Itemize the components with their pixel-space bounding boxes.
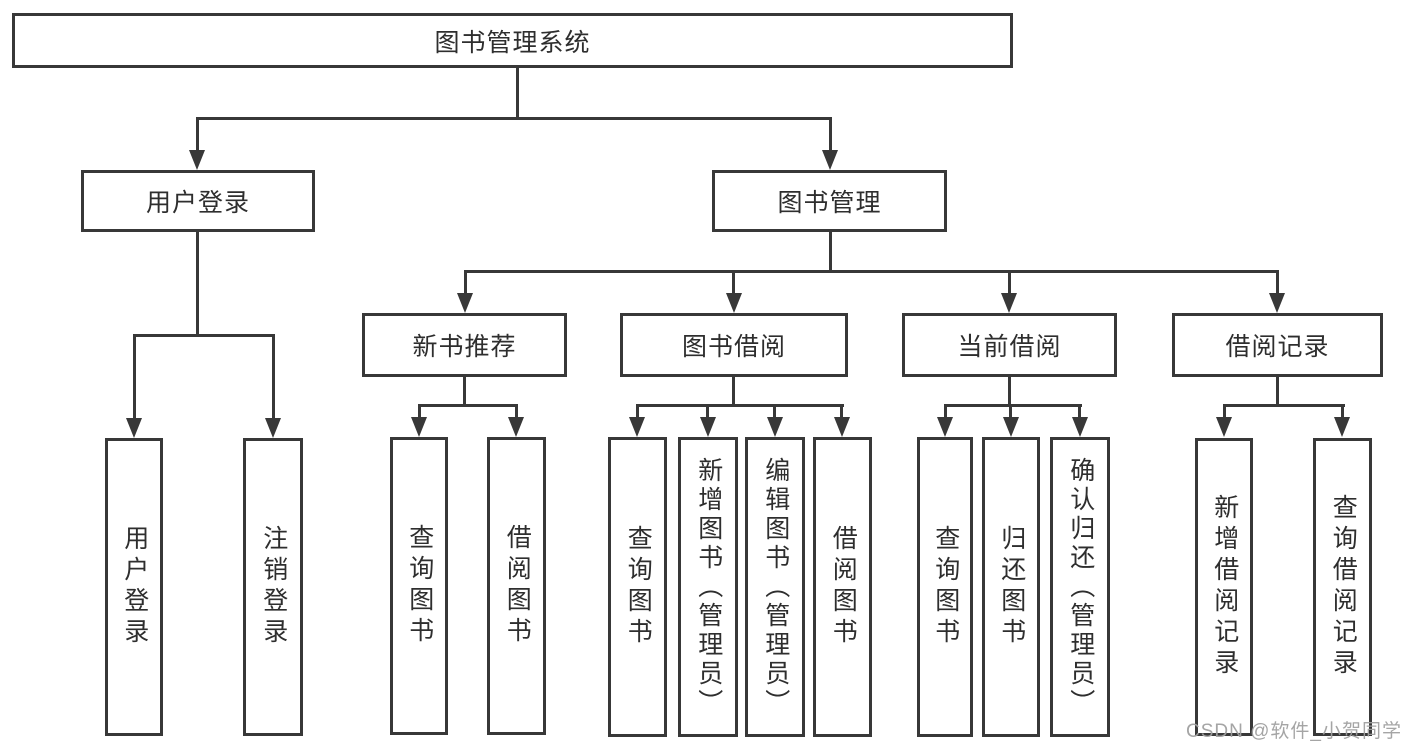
tree-connector-line [840,404,843,418]
node-book-borrowing: 图书借阅 [620,313,848,377]
arrowhead-down-icon [834,417,850,437]
node-user-login: 用户登录 [105,438,163,736]
node-label: 新书推荐 [412,333,517,361]
node-label: 新增图书（管理员） [694,456,723,718]
node-borrowing-records: 借阅记录 [1172,313,1383,377]
tree-connector-line [732,377,735,407]
node-user-login-group: 用户登录 [81,170,315,232]
tree-connector-line [1008,377,1011,407]
node-logout: 注销登录 [243,438,303,736]
tree-connector-line [463,377,466,407]
arrowhead-down-icon [726,293,742,313]
arrowhead-down-icon [1001,293,1017,313]
node-borrow-books-recommend: 借阅图书 [487,437,546,735]
tree-connector-line [636,404,639,418]
tree-connector-line [464,270,467,294]
tree-connector-line [829,117,832,151]
tree-connector-line [829,232,832,273]
node-label: 查询图书 [624,525,653,649]
tree-connector-line [944,404,947,418]
node-borrow-books-borrowing: 借阅图书 [813,437,872,737]
node-label: 查询图书 [931,525,960,649]
tree-connector-line [515,404,518,418]
arrowhead-down-icon [700,417,716,437]
arrowhead-down-icon [411,417,427,437]
tree-connector-line [1276,270,1279,294]
tree-connector-line [1276,377,1279,407]
arrowhead-down-icon [189,150,205,170]
tree-connector-line [944,404,1082,407]
tree-connector-line [516,68,519,120]
arrowhead-down-icon [1334,417,1350,437]
arrowhead-down-icon [1003,417,1019,437]
tree-connector-line [196,117,199,151]
node-label: 用户登录 [145,189,250,217]
node-label: 确认归还（管理员） [1066,456,1095,718]
node-label: 借阅图书 [829,525,858,649]
tree-connector-line [1341,404,1344,418]
node-label: 图书管理系统 [434,28,591,57]
node-label: 借阅记录 [1225,333,1330,361]
arrowhead-down-icon [767,417,783,437]
node-label: 图书管理 [777,189,882,217]
tree-connector-line [133,334,136,419]
tree-connector-line [773,404,776,418]
arrowhead-down-icon [822,150,838,170]
node-label: 查询借阅记录 [1329,494,1358,680]
tree-connector-line [133,334,275,337]
tree-connector-line [1078,404,1081,418]
node-query-borrow-record: 查询借阅记录 [1313,438,1372,736]
node-label: 注销登录 [259,525,288,649]
node-label: 编辑图书（管理员） [761,456,790,718]
node-new-book-recommendation: 新书推荐 [362,313,567,377]
node-return-books: 归还图书 [982,437,1040,737]
tree-connector-line [1009,404,1012,418]
arrowhead-down-icon [457,293,473,313]
node-label: 用户登录 [120,525,149,649]
tree-connector-line [636,404,844,407]
tree-connector-line [418,404,421,418]
tree-connector-line [1008,270,1011,294]
node-book-management: 图书管理 [712,170,947,232]
node-confirm-return-admin: 确认归还（管理员） [1050,437,1110,737]
tree-connector-line [418,404,518,407]
arrowhead-down-icon [265,418,281,438]
tree-connector-line [196,117,832,120]
tree-connector-line [196,232,199,337]
node-label: 查询图书 [405,524,434,648]
node-library-management-system: 图书管理系统 [12,13,1013,68]
node-add-borrow-record: 新增借阅记录 [1195,438,1253,736]
node-label: 归还图书 [997,525,1026,649]
node-label: 借阅图书 [503,524,532,648]
tree-connector-line [1223,404,1226,418]
node-query-books-current: 查询图书 [917,437,973,737]
arrowhead-down-icon [1216,417,1232,437]
tree-connector-line [272,334,275,419]
tree-connector-line [732,270,735,294]
arrowhead-down-icon [937,417,953,437]
arrowhead-down-icon [1072,417,1088,437]
tree-connector-line [706,404,709,418]
csdn-watermark: CSDN @软件_小贺同学 [1186,721,1402,742]
node-query-books-borrowing: 查询图书 [608,437,667,737]
arrowhead-down-icon [1269,293,1285,313]
node-query-books-recommend: 查询图书 [390,437,448,735]
node-label: 新增借阅记录 [1210,494,1239,680]
tree-connector-line [1223,404,1345,407]
node-add-books-admin: 新增图书（管理员） [678,437,738,737]
node-label: 当前借阅 [957,333,1062,361]
node-edit-books-admin: 编辑图书（管理员） [745,437,805,737]
tree-connector-line [464,270,1279,273]
arrowhead-down-icon [629,417,645,437]
node-current-borrowing: 当前借阅 [902,313,1117,377]
arrowhead-down-icon [508,417,524,437]
node-label: 图书借阅 [681,333,786,361]
arrowhead-down-icon [126,418,142,438]
